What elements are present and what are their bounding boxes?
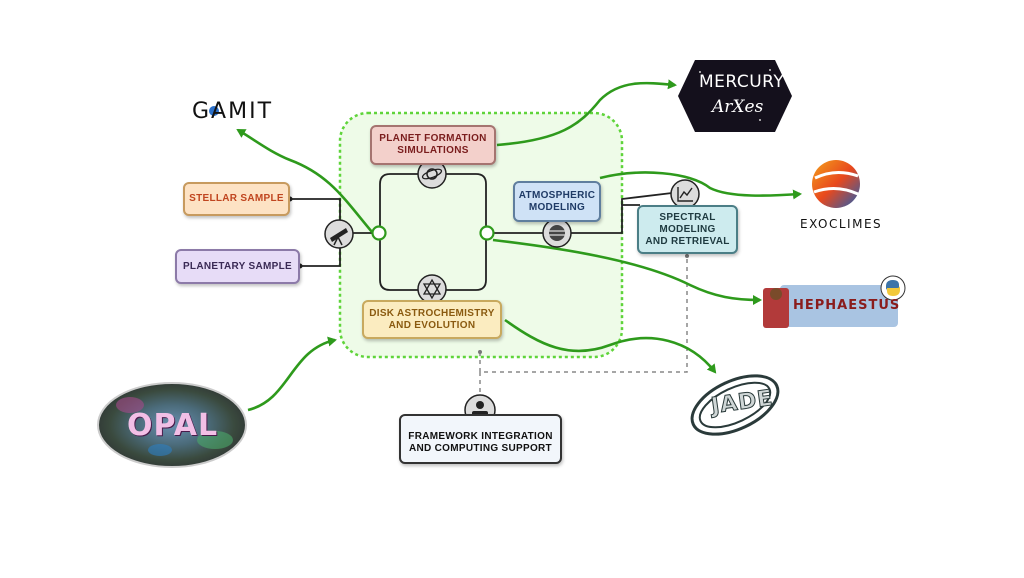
stellar-sample-label: STELLAR SAMPLE	[189, 193, 284, 204]
spectrum-chart-icon	[670, 179, 700, 209]
planet-formation-node[interactable]: PLANET FORMATION SIMULATIONS	[370, 125, 496, 165]
gamit-logo-planet	[209, 106, 219, 116]
spectral-modeling-node[interactable]: SPECTRAL MODELING AND RETRIEVAL	[637, 205, 738, 254]
hephaestus-logo	[763, 285, 898, 328]
gamit-logo-text: GAMIT	[192, 99, 274, 124]
atmospheric-modeling-label-2: MODELING	[528, 201, 586, 213]
planetary-sample-label: PLANETARY SAMPLE	[182, 260, 293, 272]
atmospheric-modeling-node[interactable]: ATMOSPHERIC MODELING	[513, 181, 601, 222]
spectral-modeling-label-1: SPECTRAL	[659, 211, 716, 223]
python-icon	[880, 275, 906, 301]
disk-astrochemistry-node[interactable]: DISK ASTROCHEMISTRY AND EVOLUTION	[362, 300, 502, 339]
opal-logo-stone	[97, 382, 247, 468]
hephaestus-logo-text: HEPHAESTUS	[793, 298, 901, 313]
exoclimes-logo-globe	[812, 160, 860, 208]
arxes-logo-text: ArXes	[712, 97, 764, 117]
planet-formation-label-2: SIMULATIONS	[397, 145, 469, 156]
framework-integration-node[interactable]: FRAMEWORK INTEGRATION AND COMPUTING SUPP…	[399, 414, 562, 464]
mercury-logo-text: MERCURY	[699, 72, 785, 92]
green-arrows	[236, 79, 802, 412]
exoclimes-logo-text: EXOCLIMES	[800, 217, 883, 231]
right-junction-node	[479, 225, 495, 241]
disk-astrochemistry-label-2: AND EVOLUTION	[388, 319, 476, 331]
disk-astrochemistry-label-1: DISK ASTROCHEMISTRY	[369, 307, 495, 319]
left-junction-node	[371, 225, 387, 241]
atom-icon	[417, 274, 447, 304]
framework-integration-label-1: FRAMEWORK INTEGRATION	[408, 431, 553, 442]
spectral-modeling-label-3: AND RETRIEVAL	[645, 235, 730, 247]
opal-logo-text: OPAL	[127, 408, 219, 443]
telescope-icon	[324, 219, 354, 249]
framework-integration-label-2: AND COMPUTING SUPPORT	[409, 443, 552, 454]
stellar-sample-node[interactable]: STELLAR SAMPLE	[183, 182, 290, 216]
mercury-arxes-logo	[678, 60, 792, 132]
planet-formation-label-1: PLANET FORMATION	[379, 133, 487, 144]
atmospheric-modeling-label-1: ATMOSPHERIC	[518, 189, 596, 201]
dashed-connectors	[479, 253, 688, 395]
atmosphere-icon	[542, 218, 572, 248]
jade-logo-rings	[690, 374, 780, 436]
planet-icon	[417, 159, 447, 189]
planetary-sample-node[interactable]: PLANETARY SAMPLE	[175, 249, 300, 284]
spectral-modeling-label-2: MODELING	[659, 223, 716, 235]
